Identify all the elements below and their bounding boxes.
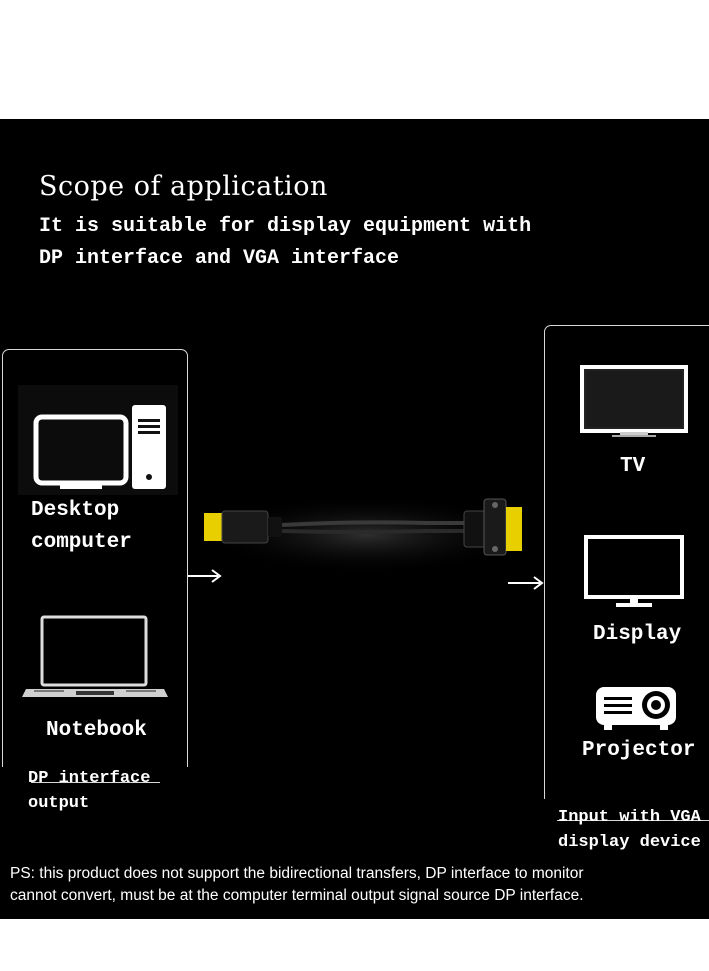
source-device-label: Desktop computer bbox=[31, 499, 132, 554]
source-caption: DP interface output bbox=[28, 769, 151, 813]
subtitle: It is suitable for display equipment wit… bbox=[39, 215, 532, 270]
target-device-label: TV bbox=[620, 455, 646, 478]
arrow-right-icon bbox=[508, 576, 544, 590]
tv-icon bbox=[580, 365, 688, 437]
arrow-right-icon bbox=[188, 569, 222, 583]
dp-to-vga-cable-icon bbox=[196, 495, 536, 575]
monitor-icon bbox=[584, 535, 684, 607]
projector-icon bbox=[596, 687, 676, 730]
target-caption: Input with VGA display device bbox=[558, 808, 701, 852]
laptop-icon bbox=[22, 615, 168, 697]
footnote: PS: this product does not support the bi… bbox=[10, 865, 584, 904]
target-device-label: Display bbox=[593, 623, 682, 646]
target-device-label: Projector bbox=[582, 739, 696, 762]
source-device-label: Notebook bbox=[46, 719, 147, 742]
desktop-computer-icon bbox=[18, 385, 178, 495]
scope-panel: Scope of application It is suitable for … bbox=[0, 119, 709, 919]
page-title: Scope of application bbox=[39, 171, 328, 202]
